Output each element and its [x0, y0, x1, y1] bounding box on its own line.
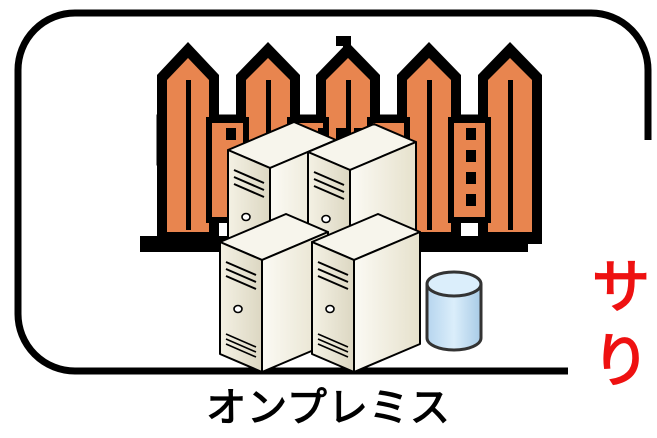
- side-label-char-1: サ: [592, 253, 651, 321]
- frame-border: [14, 9, 652, 375]
- database-icon: [425, 270, 483, 352]
- caption-on-premises: オンプレミス: [206, 385, 451, 431]
- server-icon: [219, 121, 421, 373]
- side-label-char-2: り: [592, 327, 651, 395]
